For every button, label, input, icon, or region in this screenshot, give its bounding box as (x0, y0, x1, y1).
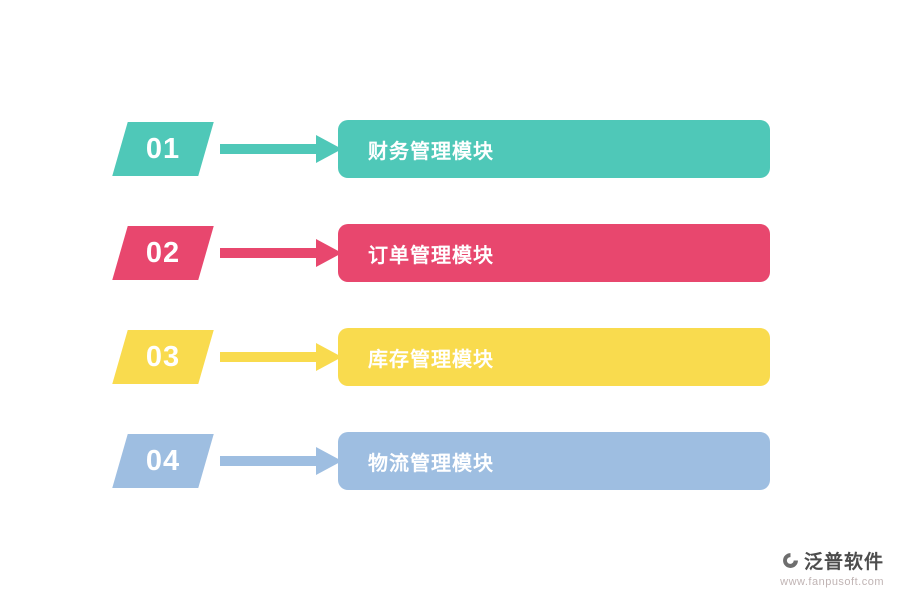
step-row-04: 04 物流管理模块 (112, 432, 770, 490)
fanpu-logo-icon (782, 552, 799, 569)
arrow-head (316, 447, 342, 475)
step-label: 物流管理模块 (368, 452, 494, 475)
step-number-shape: 02 (112, 226, 214, 280)
arrow-shaft (220, 456, 316, 466)
arrow-shaft (220, 144, 316, 154)
step-row-03: 03 库存管理模块 (112, 328, 770, 386)
arrow-right-icon (220, 447, 342, 475)
brand-name: 泛普软件 (803, 552, 884, 573)
arrow-shaft (220, 352, 316, 362)
step-number: 03 (145, 340, 181, 373)
step-number: 04 (145, 444, 181, 477)
step-number: 02 (145, 236, 181, 269)
step-number: 01 (145, 132, 181, 165)
arrow-shaft (220, 248, 316, 258)
step-label-bar: 订单管理模块 (338, 224, 770, 282)
brand-line: 泛普软件 (780, 547, 884, 574)
step-label-bar: 财务管理模块 (338, 120, 770, 178)
brand-footer: 泛普软件 www.fanpusoft.com (780, 547, 884, 588)
arrow-head (316, 239, 342, 267)
step-number-shape: 04 (112, 434, 214, 488)
arrow-right-icon (220, 343, 342, 371)
arrow-right-icon (220, 135, 342, 163)
arrow-right-icon (220, 239, 342, 267)
arrow-head (316, 343, 342, 371)
step-row-01: 01 财务管理模块 (112, 120, 770, 178)
step-number-shape: 01 (112, 122, 214, 176)
step-label: 财务管理模块 (368, 140, 494, 163)
step-label-bar: 物流管理模块 (338, 432, 770, 490)
arrow-head (316, 135, 342, 163)
step-number-shape: 03 (112, 330, 214, 384)
steps-list: 01 财务管理模块 02 订单管理模块 03 (112, 120, 770, 490)
step-label-bar: 库存管理模块 (338, 328, 770, 386)
brand-url: www.fanpusoft.com (780, 576, 884, 588)
step-label: 订单管理模块 (368, 244, 494, 267)
step-row-02: 02 订单管理模块 (112, 224, 770, 282)
step-label: 库存管理模块 (368, 348, 494, 371)
